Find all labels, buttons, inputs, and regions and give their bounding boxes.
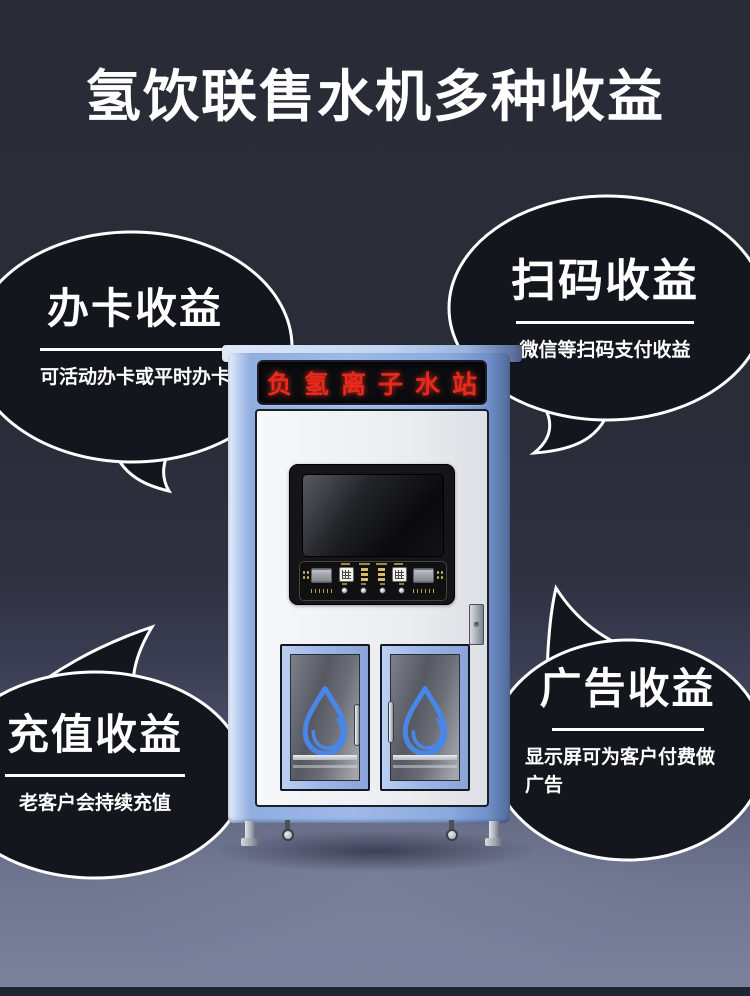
- bubble-divider: [5, 773, 185, 777]
- indicator-lights: [361, 568, 368, 581]
- bubble-divider: [40, 347, 230, 351]
- bubble-ad-text: 广告收益 显示屏可为客户付费做广告: [515, 665, 740, 800]
- machine-screen: [302, 474, 444, 557]
- micro-label: [380, 583, 385, 585]
- indicator-dots-right: [436, 570, 444, 580]
- machine-foot-right: [485, 821, 503, 846]
- water-machine: 负氢离子水站: [228, 353, 510, 823]
- bubble-scan-title: 扫码收益: [510, 255, 699, 306]
- machine-shadow: [218, 830, 534, 872]
- bottom-edge: [0, 987, 750, 996]
- caster-wheel-icon: [445, 820, 459, 848]
- shelf-line: [393, 755, 457, 760]
- bubble-recharge-subtitle: 老客户会持续充值: [18, 792, 171, 814]
- card-reader-left: [311, 568, 332, 583]
- bubble-scan-text: 扫码收益 微信等扫码支付收益: [455, 257, 750, 365]
- led-display: 负氢离子水站: [257, 360, 487, 405]
- page-title: 氢饮联售水机多种收益: [85, 65, 665, 128]
- caster-wheel-icon: [281, 820, 295, 848]
- control-button: [341, 587, 348, 594]
- door-handle: [354, 704, 360, 746]
- bubble-card-title: 办卡收益: [46, 285, 223, 332]
- control-button: [398, 587, 405, 594]
- water-drop-icon: [402, 686, 448, 756]
- qr-code-icon: [392, 567, 407, 582]
- micro-label: [359, 563, 370, 565]
- bubble-recharge-title: 充值收益: [6, 711, 183, 758]
- door-handle: [388, 701, 394, 743]
- micro-label: [399, 583, 404, 585]
- led-text: 负氢离子水站: [266, 370, 489, 399]
- card-reader-right: [413, 568, 434, 583]
- bubble-ad-subtitle: 显示屏可为客户付费做广告: [525, 746, 716, 796]
- door-glass: [390, 654, 460, 781]
- micro-label: [394, 563, 403, 565]
- bubble-ad-title: 广告收益: [539, 665, 716, 712]
- indicator-dots-left: [302, 570, 310, 580]
- tick-marks-left: [311, 589, 333, 593]
- indicator-lights: [378, 568, 385, 581]
- shelf-line: [293, 765, 357, 768]
- control-button: [379, 587, 386, 594]
- micro-label: [342, 583, 347, 585]
- speech-bubble-card: [0, 230, 294, 494]
- control-panel: [289, 464, 455, 605]
- glass-door-left: [280, 644, 370, 791]
- bubble-divider: [516, 320, 694, 324]
- control-button: [360, 587, 367, 594]
- water-drop-icon: [302, 686, 348, 756]
- glass-door-right: [380, 644, 470, 791]
- speech-bubble-scan: [447, 194, 750, 455]
- shelf-line: [393, 765, 457, 768]
- bubble-card-subtitle: 可活动办卡或平时办卡: [39, 366, 230, 388]
- door-lock: [469, 604, 484, 645]
- speech-bubble-ad: [488, 584, 750, 862]
- bubble-card-text: 办卡收益 可活动办卡或平时办卡: [0, 285, 285, 392]
- micro-label: [376, 563, 387, 565]
- bubble-scan-subtitle: 微信等扫码支付收益: [519, 339, 691, 361]
- micro-label: [341, 563, 350, 565]
- tick-marks-right: [413, 589, 435, 593]
- machine-foot-left: [241, 821, 259, 846]
- qr-code-icon: [339, 567, 354, 582]
- micro-label: [361, 583, 366, 585]
- bubble-divider: [551, 727, 704, 731]
- bubble-recharge-text: 充值收益 老客户会持续充值: [0, 711, 240, 818]
- door-glass: [290, 654, 360, 781]
- machine-front-door: [255, 409, 489, 807]
- control-strip: [299, 561, 447, 601]
- shelf-line: [293, 755, 357, 760]
